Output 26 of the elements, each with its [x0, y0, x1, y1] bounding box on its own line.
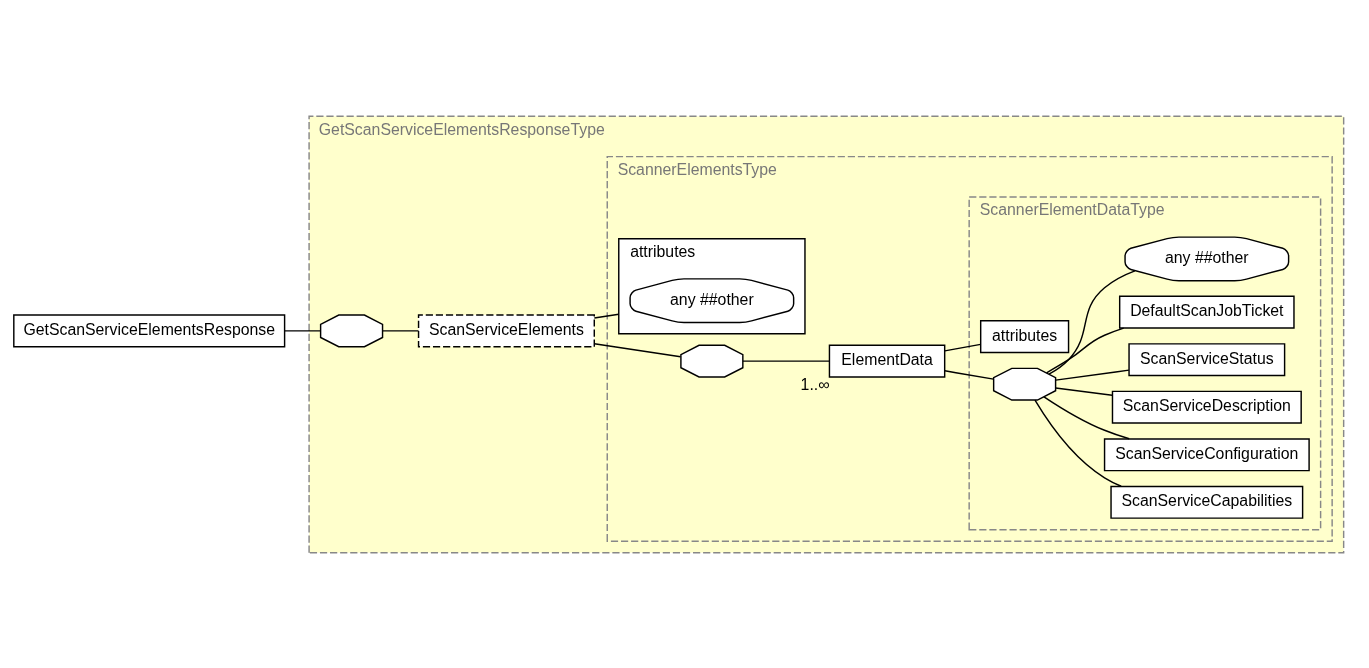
node-octagon	[680, 344, 744, 378]
node-box: ScanServiceConfiguration	[1103, 437, 1310, 471]
connector	[1034, 398, 1122, 487]
connector	[944, 343, 982, 352]
node-box: DefaultScanJobTicket	[1118, 295, 1295, 329]
node-octagon	[319, 313, 384, 347]
node-box: ElementData	[828, 344, 946, 378]
node-box: ScanServiceDescription	[1111, 390, 1302, 424]
connector	[593, 313, 620, 319]
connector	[1043, 395, 1130, 440]
node-box: attributes	[979, 319, 1070, 353]
connector	[1045, 326, 1125, 373]
node-box: ScanServiceElements	[417, 313, 595, 347]
connector	[1048, 269, 1136, 375]
connector	[742, 359, 830, 362]
node-box: GetScanServiceElementsResponse	[13, 313, 286, 347]
connector	[593, 342, 682, 357]
node-label: 1..∞	[800, 375, 830, 393]
node-box: ScanServiceStatus	[1128, 342, 1286, 376]
connector	[284, 329, 321, 332]
connector	[381, 329, 420, 332]
node-box: ScanServiceCapabilities	[1110, 485, 1304, 519]
connector	[1054, 368, 1130, 381]
connector	[944, 369, 995, 380]
node-octagon	[992, 367, 1057, 401]
connector	[1054, 386, 1113, 396]
